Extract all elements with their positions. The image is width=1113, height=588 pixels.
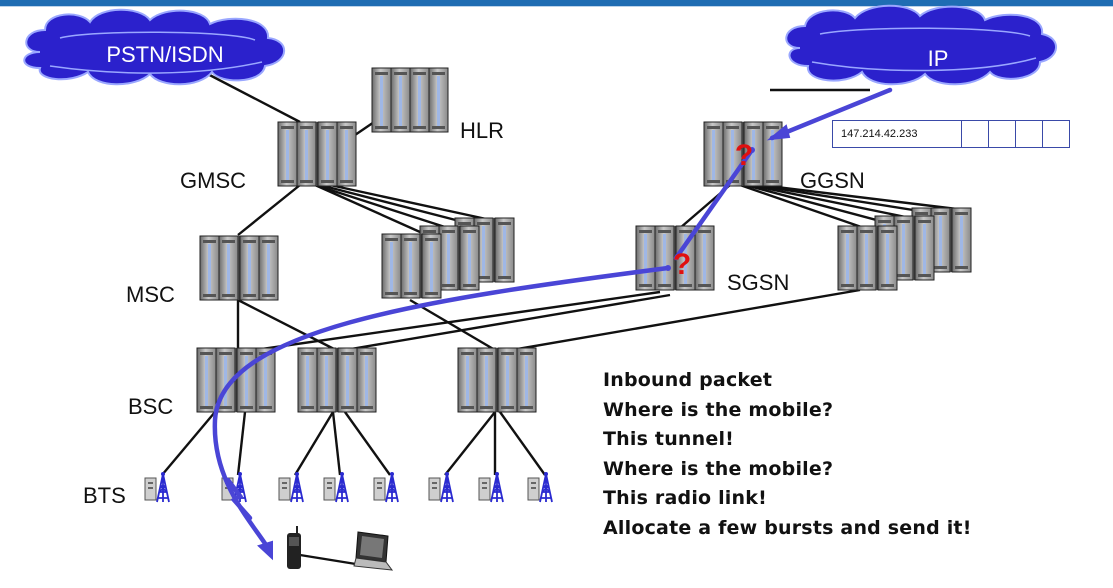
mobile-phone-icon (287, 526, 301, 569)
routing-table-cell (988, 120, 1016, 148)
top-bar (0, 0, 1113, 6)
label-msc: MSC (126, 282, 175, 307)
routing-table-cell (1042, 120, 1070, 148)
server-rack-icon (200, 235, 279, 301)
routing-table: 147.214.42.233 (832, 120, 1070, 148)
question-mark: ? (735, 139, 753, 172)
routing-table-address: 147.214.42.233 (832, 120, 962, 148)
label-bts: BTS (83, 483, 126, 508)
note-line: Allocate a few bursts and send it! (603, 516, 972, 539)
bts-tower-icon (278, 471, 304, 503)
label-bsc: BSC (128, 394, 173, 419)
routing-table-cell (1015, 120, 1043, 148)
server-rack-icon (382, 233, 442, 299)
bts-tower-icon (428, 471, 454, 503)
explanation-notes: Inbound packet Where is the mobile? This… (603, 366, 972, 543)
cloud-label-ip: IP (928, 46, 949, 71)
note-line: Where is the mobile? (603, 457, 834, 480)
bts-tower-icon (527, 471, 553, 503)
question-mark: ? (673, 248, 691, 281)
bts-tower-icon (323, 471, 349, 503)
routing-table-cell (961, 120, 989, 148)
note-line: This radio link! (603, 487, 767, 509)
arrowhead (766, 124, 791, 141)
top-bar-highlight (0, 6, 1113, 7)
cloud-icon (785, 4, 1057, 86)
cloud-icon (23, 8, 286, 86)
bts-tower-icon (478, 471, 504, 503)
note-line: Inbound packet (603, 369, 773, 391)
cloud-label-pstn: PSTN/ISDN (106, 42, 223, 67)
note-line: This tunnel! (603, 428, 735, 450)
server-rack-icon (298, 347, 377, 413)
label-sgsn: SGSN (727, 270, 789, 295)
packet-path (212, 87, 893, 551)
arrowhead (257, 540, 273, 561)
bts-tower-icon (373, 471, 399, 503)
label-ggsn: GGSN (800, 168, 865, 193)
server-rack-icon (458, 347, 537, 413)
server-rack-icon (278, 121, 357, 187)
label-gmsc: GMSC (180, 168, 246, 193)
network-links (161, 68, 966, 567)
server-rack-icon (838, 225, 898, 291)
server-rack-icon (372, 67, 449, 133)
bts-tower-icon (144, 471, 170, 503)
laptop-icon (353, 531, 394, 571)
note-line: Where is the mobile? (603, 398, 834, 421)
label-hlr: HLR (460, 118, 504, 143)
